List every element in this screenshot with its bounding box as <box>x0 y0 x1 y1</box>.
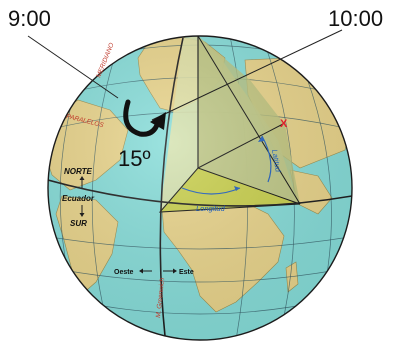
curved-arrow-icon <box>123 99 166 137</box>
north-label: NORTE <box>64 167 93 176</box>
degrees-label: 15º <box>118 146 151 171</box>
east-label: Este <box>179 269 194 276</box>
greenwich-label: M. Greenwich <box>155 277 166 318</box>
left-pointer-line <box>27 35 119 99</box>
equator-label: Ecuador <box>62 194 95 203</box>
right-pointer-line <box>151 29 343 121</box>
longitude-label: Longitud <box>196 204 226 213</box>
time-left-label: 9:00 <box>8 6 51 31</box>
west-label: Oeste <box>114 269 134 276</box>
south-label: SUR <box>70 219 87 228</box>
globe-outline <box>47 35 353 341</box>
latitude-label: Latitud <box>270 149 283 174</box>
x-mark-icon: X <box>280 118 288 130</box>
time-right-label: 10:00 <box>328 6 383 31</box>
